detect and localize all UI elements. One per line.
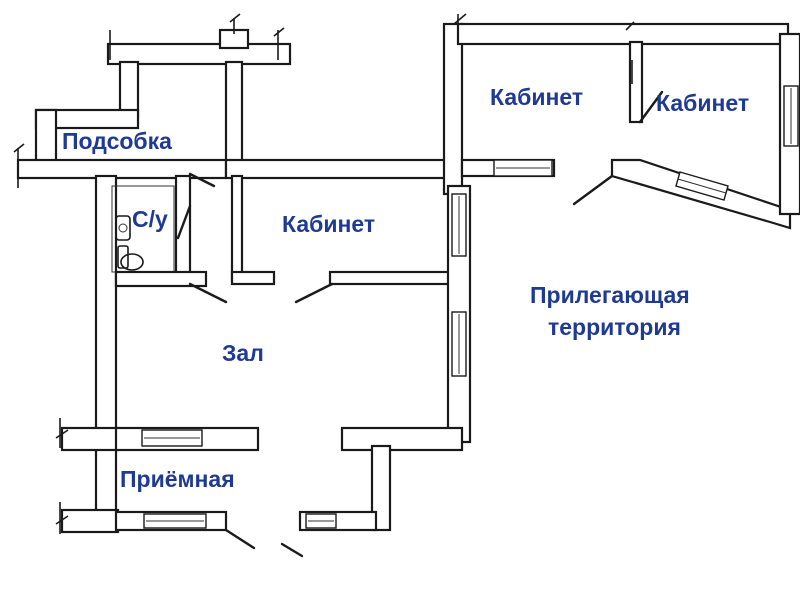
room-label-center-office: Кабинет bbox=[282, 211, 376, 237]
room-label-hall: Зал bbox=[222, 340, 264, 366]
dimension-ticks bbox=[13, 13, 635, 534]
room-label-top-right-office-2: Кабинет bbox=[656, 90, 750, 116]
room-label-bathroom: С/у bbox=[132, 206, 168, 232]
area-label-territory-line1: Прилегающая bbox=[530, 282, 690, 308]
right-building-walls bbox=[456, 22, 800, 230]
hall-bottom-walls bbox=[114, 426, 464, 532]
area-label-territory-line2: территория bbox=[548, 314, 681, 340]
center-office-walls bbox=[230, 174, 454, 286]
utility-room-walls bbox=[16, 28, 464, 180]
doors bbox=[176, 90, 664, 558]
toilet-icon bbox=[117, 245, 144, 271]
sink-icon bbox=[115, 215, 131, 241]
main-right-wall bbox=[442, 22, 472, 444]
room-label-podsobka: Подсобка bbox=[62, 128, 172, 154]
room-label-reception: Приёмная bbox=[120, 466, 235, 492]
room-label-top-right-office-1: Кабинет bbox=[490, 84, 584, 110]
left-exterior-wall bbox=[60, 174, 120, 534]
